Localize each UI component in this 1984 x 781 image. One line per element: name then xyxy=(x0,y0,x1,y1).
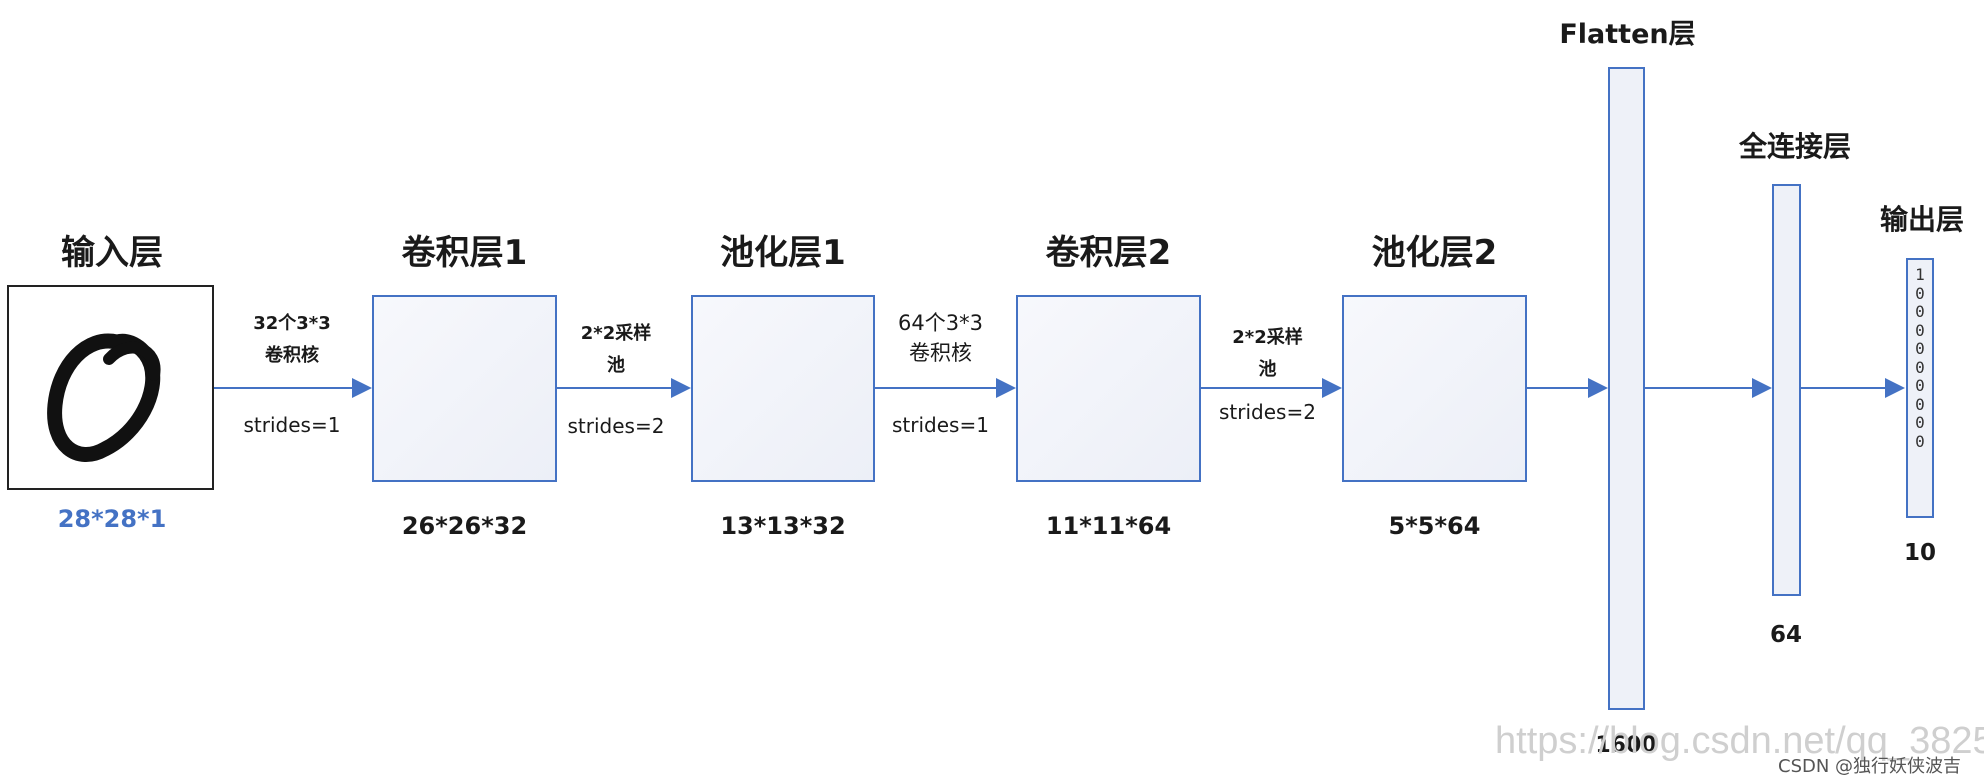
dense-title: 全连接层 xyxy=(1738,130,1851,163)
watermark-credit: CSDN @独行妖侠波吉 xyxy=(1778,756,1962,777)
conv2-kernel-label: 64个3*3 卷积核 xyxy=(878,308,1003,368)
pool2-kernel-label: 2*2采样 池 xyxy=(1205,322,1330,386)
pool1-kernel-text: 2*2采样 池 xyxy=(580,323,652,376)
flatten-bar xyxy=(1608,67,1645,710)
pool1-dim: 13*13*32 xyxy=(720,512,846,540)
pool1-box xyxy=(691,295,875,482)
dense-bar xyxy=(1772,184,1801,596)
conv2-box xyxy=(1016,295,1201,482)
conv1-kernel-label: 32个3*3 卷积核 xyxy=(222,308,362,372)
pool2-title: 池化层2 xyxy=(1371,233,1498,273)
watermark-url: https://blog.csdn.net/qq_38251616 xyxy=(1495,720,1984,762)
conv1-kernel-text: 32个3*3 卷积核 xyxy=(253,313,331,366)
handwritten-digit-zero-icon xyxy=(47,333,161,462)
output-vector-entry: 0 xyxy=(1915,413,1925,432)
output-vector-entry: 0 xyxy=(1915,283,1925,303)
output-vector-entry: 0 xyxy=(1915,357,1925,377)
conv1-stride: strides=1 xyxy=(243,413,341,437)
pool2-stride: strides=2 xyxy=(1219,400,1316,424)
dense-dim: 64 xyxy=(1769,622,1802,648)
output-title: 输出层 xyxy=(1879,203,1964,236)
output-vector-entry: 0 xyxy=(1915,339,1925,358)
conv2-title: 卷积层2 xyxy=(1045,233,1172,273)
output-vector-entry: 0 xyxy=(1915,302,1925,321)
output-vector-entry: 0 xyxy=(1915,376,1925,395)
pool1-title: 池化层1 xyxy=(720,233,846,273)
conv2-dim: 11*11*64 xyxy=(1045,512,1172,540)
pool1-kernel-label: 2*2采样 池 xyxy=(560,318,672,382)
output-vector-entry: 0 xyxy=(1915,394,1925,414)
output-vector-entry: 0 xyxy=(1915,431,1925,451)
conv2-stride: strides=1 xyxy=(892,413,989,437)
input-image xyxy=(7,285,214,490)
pool2-box xyxy=(1342,295,1527,482)
conv1-dim: 26*26*32 xyxy=(401,512,528,540)
conv1-box xyxy=(372,295,557,482)
pool2-kernel-text: 2*2采样 池 xyxy=(1232,327,1303,380)
pool2-dim: 5*5*64 xyxy=(1388,512,1481,540)
flatten-title: Flatten层 xyxy=(1559,19,1696,50)
input-dim: 28*28*1 xyxy=(57,505,167,533)
flatten-dim: 1600 xyxy=(1595,733,1657,758)
pool1-stride: strides=2 xyxy=(567,414,665,438)
output-dim: 10 xyxy=(1903,540,1936,566)
output-vector-entry: 1 xyxy=(1915,265,1925,284)
output-vector-entry: 0 xyxy=(1915,320,1925,340)
conv1-title: 卷积层1 xyxy=(401,233,528,273)
conv2-kernel-text: 64个3*3 卷积核 xyxy=(898,311,983,365)
input-layer-title: 输入层 xyxy=(61,233,163,273)
